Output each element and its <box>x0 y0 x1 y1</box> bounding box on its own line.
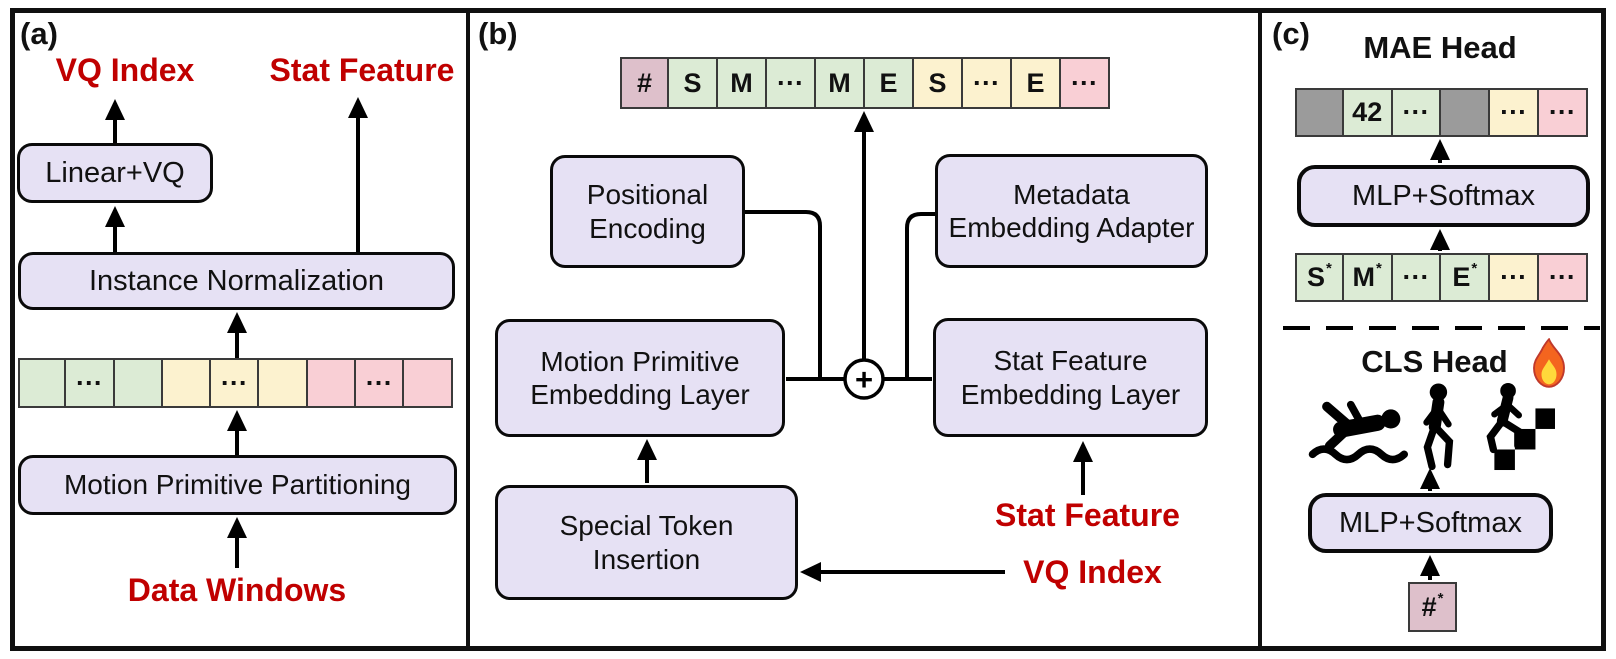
vq-index-output-label: VQ Index <box>55 52 195 88</box>
cls-token: #* <box>1408 582 1457 632</box>
mae-output-row: 42········· <box>1295 88 1588 137</box>
token-cell: S <box>669 57 718 109</box>
walking-person-icon <box>1423 383 1454 471</box>
panel-b-label: (b) <box>478 16 518 51</box>
token-cell: ··· <box>1538 253 1588 302</box>
token-cell <box>307 358 357 408</box>
token-cell: E <box>865 57 914 109</box>
token-cell: S <box>914 57 963 109</box>
token-cell: ··· <box>211 358 260 408</box>
stair-climbing-person-icon <box>1486 383 1555 471</box>
token-cell: ··· <box>1490 253 1539 302</box>
token-cell: ··· <box>356 358 405 408</box>
figure-border <box>10 8 1606 651</box>
token-cell: M <box>718 57 767 109</box>
token-cell: S* <box>1295 253 1344 302</box>
token-cell: ··· <box>1392 88 1442 137</box>
token-cell <box>162 358 212 408</box>
token-cell: #* <box>1408 582 1457 632</box>
token-cell: 42 <box>1343 88 1393 137</box>
linear-vq-box: Linear+VQ <box>17 143 213 203</box>
metadata-embedding-adapter-box: Metadata Embedding Adapter <box>935 154 1208 268</box>
positional-encoding-box: Positional Encoding <box>550 155 745 268</box>
token-cell <box>1441 88 1491 137</box>
motion-primitive-embedding-layer-box: Motion Primitive Embedding Layer <box>495 319 785 437</box>
token-cell: E <box>1012 57 1061 109</box>
stat-feature-embedding-layer-box: Stat Feature Embedding Layer <box>933 318 1208 437</box>
token-cell: M <box>816 57 865 109</box>
cls-head-title: CLS Head <box>1361 344 1508 379</box>
panel-c-label: (c) <box>1272 16 1310 51</box>
token-cell: M* <box>1343 253 1393 302</box>
stat-feature-input-label: Stat Feature <box>995 497 1180 533</box>
special-token-insertion-box: Special Token Insertion <box>495 485 798 600</box>
masked-token-row: S*M*···E*······ <box>1295 253 1588 302</box>
token-cell <box>259 358 308 408</box>
token-cell: E* <box>1441 253 1491 302</box>
stat-feature-output-label: Stat Feature <box>269 52 455 88</box>
token-cell: ··· <box>767 57 816 109</box>
panel-a-label: (a) <box>20 16 58 51</box>
panel-divider-bc <box>1258 8 1262 651</box>
panel-divider-ab <box>466 8 470 651</box>
data-window-token-row: ··· ··· ··· <box>18 358 453 408</box>
token-cell: ··· <box>963 57 1012 109</box>
instance-normalization-box: Instance Normalization <box>18 252 455 310</box>
motion-primitive-partitioning-box: Motion Primitive Partitioning <box>18 455 457 515</box>
token-cell: ··· <box>1490 88 1539 137</box>
token-cell: ··· <box>1538 88 1588 137</box>
mae-head-title: MAE Head <box>1363 30 1517 65</box>
flame-icon <box>1533 338 1565 388</box>
token-cell: ··· <box>1061 57 1110 109</box>
token-cell: # <box>620 57 669 109</box>
data-windows-input-label: Data Windows <box>127 572 347 608</box>
mlp-softmax-mae-box: MLP+Softmax <box>1297 165 1590 227</box>
token-cell <box>404 358 453 408</box>
token-cell: ··· <box>66 358 115 408</box>
vq-index-input-label: VQ Index <box>1023 554 1162 590</box>
token-cell <box>1295 88 1344 137</box>
falling-person-icon <box>1308 400 1408 464</box>
token-cell: ··· <box>1392 253 1442 302</box>
token-cell <box>114 358 163 408</box>
mlp-softmax-cls-box: MLP+Softmax <box>1308 493 1553 553</box>
token-cell <box>18 358 67 408</box>
